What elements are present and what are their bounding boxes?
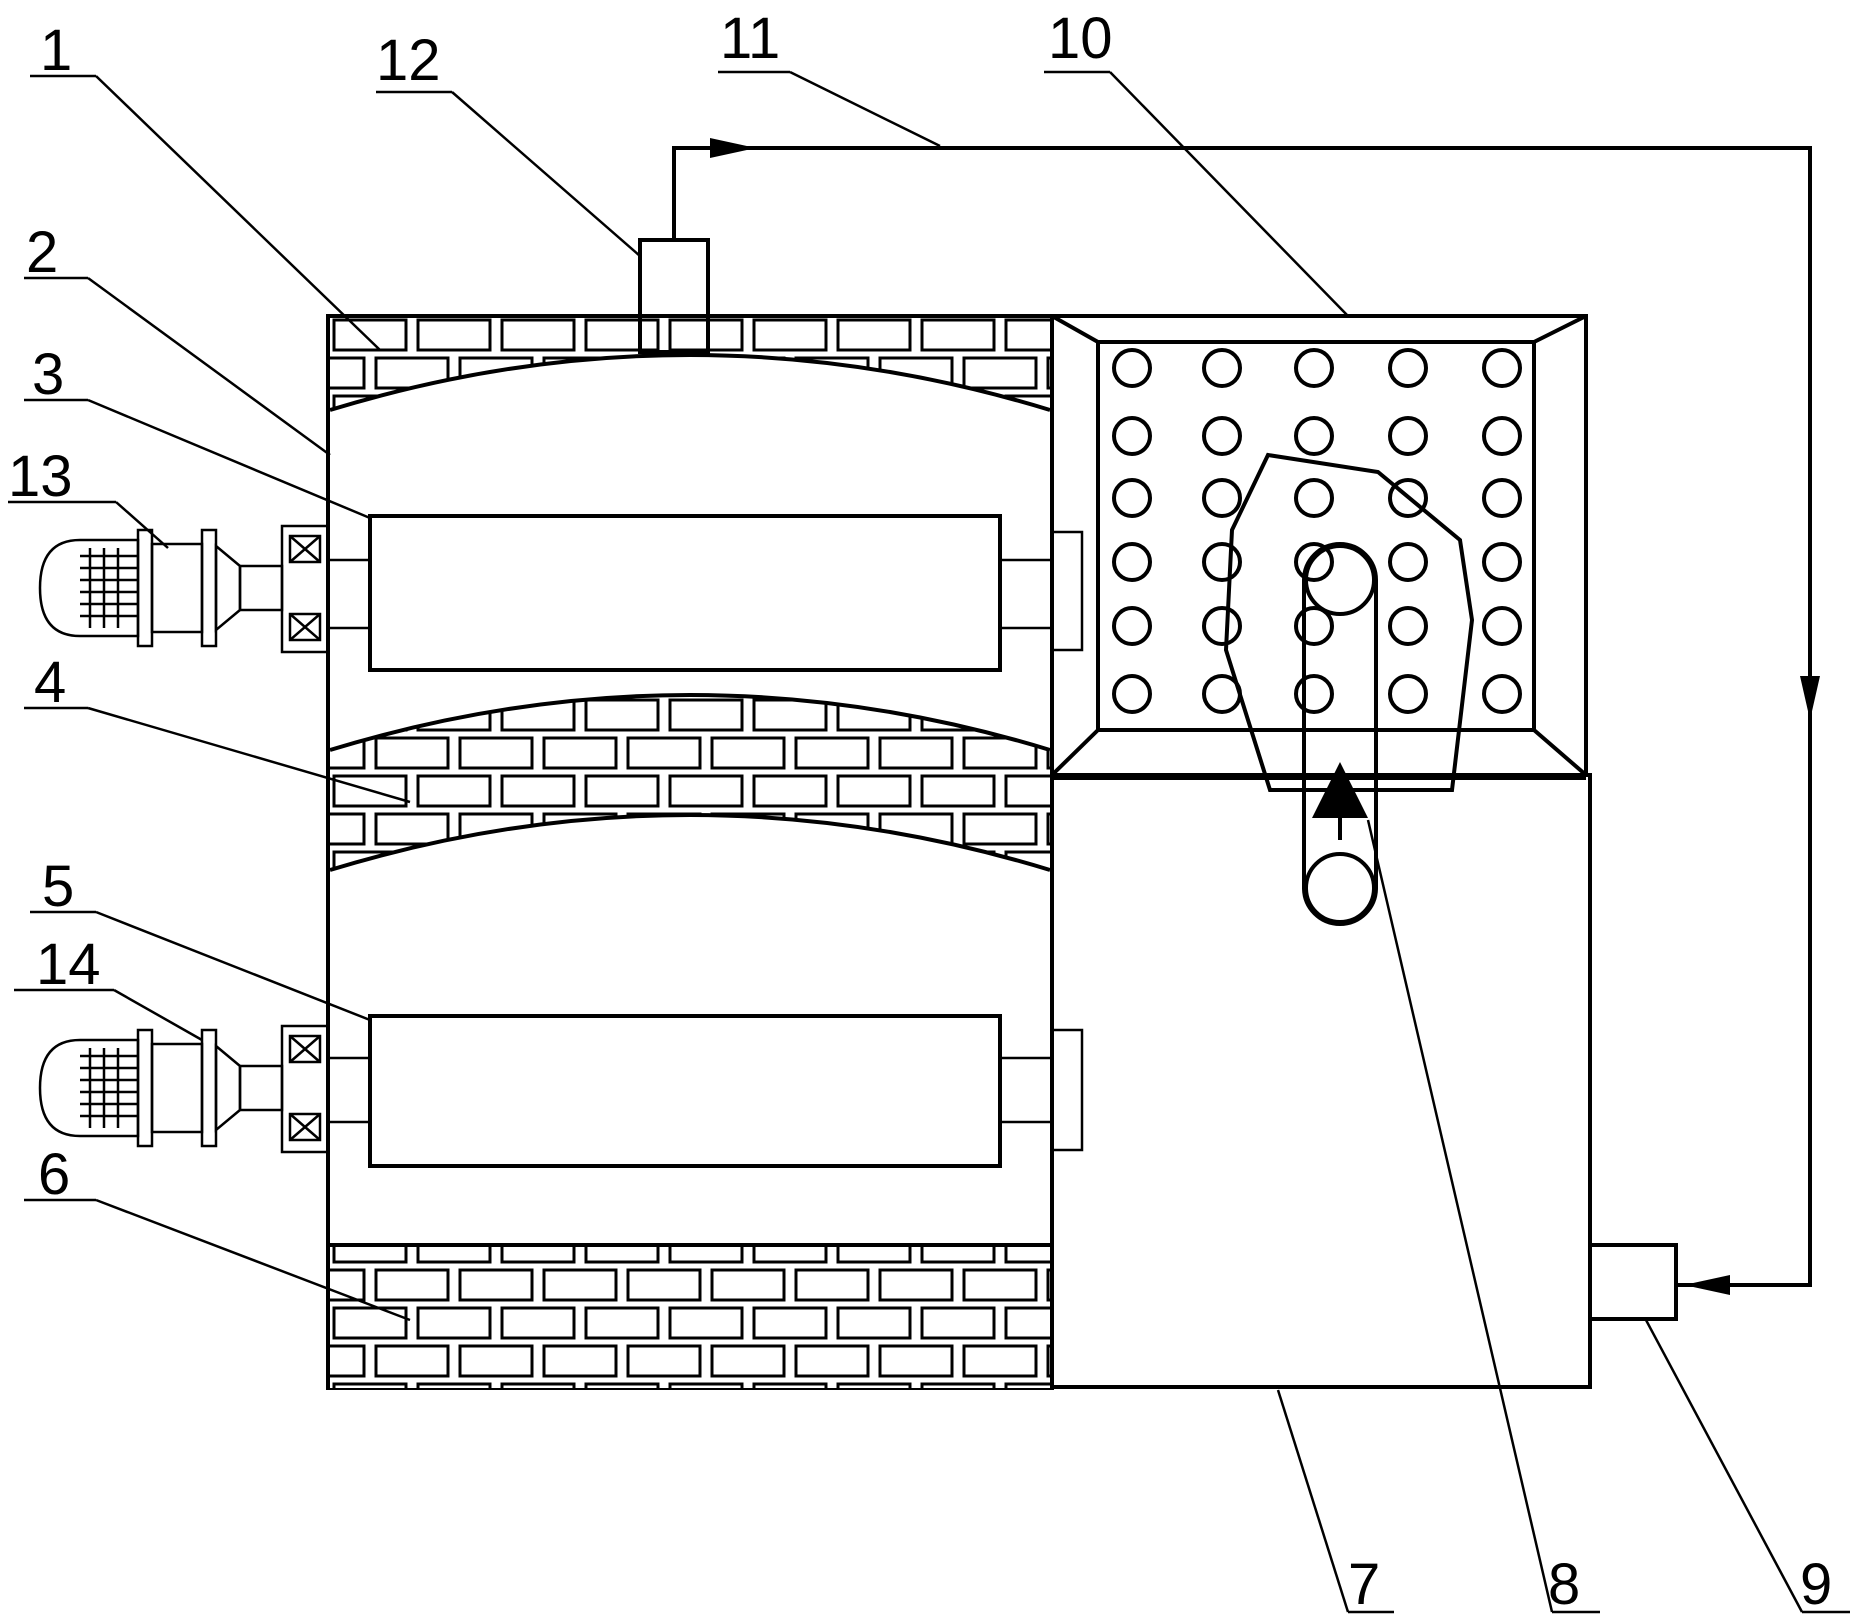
pipe-arrow-right — [1800, 676, 1820, 720]
housing-left — [326, 314, 1054, 1390]
top-brick-lining — [330, 318, 1050, 410]
spray-nozzle — [1388, 416, 1428, 456]
spray-nozzle — [1294, 542, 1334, 582]
spray-nozzle — [1112, 606, 1152, 646]
spray-nozzle — [1482, 542, 1522, 582]
callout-5: 5 — [42, 854, 74, 919]
top-arch — [329, 353, 1051, 412]
spray-chamber — [1050, 314, 1588, 780]
spray-nozzle — [1482, 348, 1522, 388]
callout-11: 11 — [720, 6, 780, 71]
spray-nozzle — [1112, 416, 1152, 456]
spray-nozzle — [1202, 416, 1242, 456]
spray-nozzle — [1294, 674, 1334, 714]
callout-3: 3 — [32, 342, 64, 407]
spray-nozzle — [1294, 348, 1334, 388]
callout-8: 8 — [1548, 1552, 1580, 1616]
callout-9: 9 — [1800, 1552, 1832, 1616]
upper-drum — [368, 514, 1002, 672]
spray-nozzle — [1388, 478, 1428, 518]
upper-drum-shaft-left — [326, 558, 372, 630]
callout-1: 1 — [40, 18, 72, 83]
callout-14: 14 — [36, 932, 101, 997]
pipe-arrow-inlet — [1684, 1275, 1730, 1295]
middle-arch-bottom — [329, 813, 1051, 872]
pipe-arrow-top — [710, 138, 756, 158]
spray-nozzle — [1294, 416, 1334, 456]
water-inlet — [1588, 1243, 1678, 1321]
spray-nozzle — [1202, 606, 1242, 646]
spray-nozzle — [1388, 542, 1428, 582]
upper-motor — [38, 524, 330, 654]
callout-2: 2 — [26, 220, 58, 285]
middle-brick-partition — [330, 695, 1050, 870]
callout-12: 12 — [376, 28, 441, 93]
spray-nozzle — [1388, 606, 1428, 646]
spray-nozzle — [1112, 478, 1152, 518]
callout-leaders — [8, 70, 1850, 1614]
spray-nozzle — [1202, 478, 1242, 518]
spray-nozzle — [1112, 674, 1152, 714]
recirculation-pipe — [672, 146, 1812, 1287]
spray-nozzle — [1202, 542, 1242, 582]
spray-nozzle — [1388, 348, 1428, 388]
lower-drum-end-bearing — [1050, 1028, 1084, 1152]
spray-nozzle — [1112, 348, 1152, 388]
upper-drum-end-bearing — [1050, 530, 1084, 652]
lower-motor — [38, 1024, 330, 1154]
lower-drum-shaft-left — [326, 1056, 372, 1124]
callout-13: 13 — [8, 444, 73, 509]
spray-nozzle — [1202, 348, 1242, 388]
water-tank — [1050, 773, 1592, 1389]
spray-nozzle — [1112, 542, 1152, 582]
lower-drum — [368, 1014, 1002, 1168]
spray-nozzle — [1482, 606, 1522, 646]
callout-6: 6 — [38, 1142, 70, 1207]
spray-nozzle — [1388, 674, 1428, 714]
bucket-conveyor — [1223, 452, 1475, 926]
callout-4: 4 — [34, 650, 66, 715]
spray-nozzle — [1294, 606, 1334, 646]
spray-nozzle — [1482, 674, 1522, 714]
middle-arch-top — [329, 693, 1051, 752]
lower-drum-shaft-right — [998, 1056, 1054, 1124]
spray-nozzle — [1482, 416, 1522, 456]
spray-nozzle — [1482, 478, 1522, 518]
bottom-brick-floor — [330, 1245, 1050, 1388]
upper-drum-shaft-right — [998, 558, 1054, 630]
spray-nozzle — [1294, 478, 1334, 518]
callout-10: 10 — [1048, 6, 1113, 71]
callout-7: 7 — [1348, 1552, 1380, 1616]
